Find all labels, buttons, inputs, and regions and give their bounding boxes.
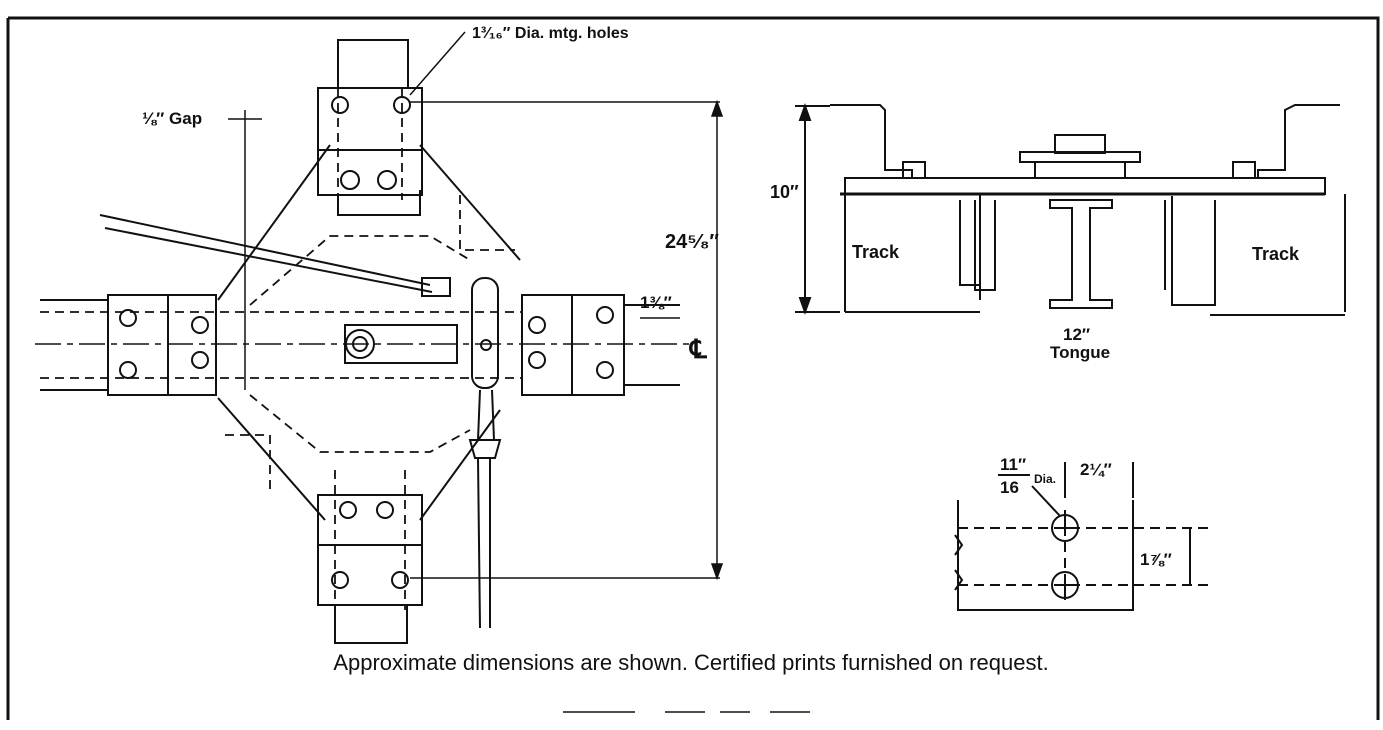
tongue-size-label: 12″ <box>1063 325 1090 344</box>
top-clamp-lower <box>317 149 423 196</box>
detail-hole-1 <box>1051 514 1079 542</box>
top-fitting <box>1054 134 1106 154</box>
hidden-lines <box>40 88 522 610</box>
hole-dia-numerator: 11″ <box>1000 455 1026 474</box>
top-rail <box>337 39 409 89</box>
hidden-octagon <box>249 235 471 453</box>
right-track-body <box>1210 194 1346 316</box>
bottom-rail <box>334 604 408 644</box>
hole-dia-unit: Dia. <box>1034 472 1056 486</box>
ext-2-1-4 <box>1064 462 1134 498</box>
right-bolt-2 <box>528 351 546 369</box>
hidden-top <box>337 88 403 200</box>
bottom-bolt-1 <box>339 501 357 519</box>
hole-dia-denominator: 16 <box>1000 478 1019 497</box>
gap-label: ⅛″ Gap <box>142 109 202 128</box>
link-bar <box>471 277 499 389</box>
hidden-corners <box>225 195 515 490</box>
dim-arrows-10 <box>798 103 812 315</box>
link-stem <box>477 389 495 441</box>
right-hole-2 <box>596 361 614 379</box>
link-eye <box>468 439 502 459</box>
right-web <box>1164 196 1216 306</box>
tongue-ibeam <box>1049 199 1113 309</box>
right-bolt-1 <box>528 316 546 334</box>
left-nut <box>902 161 926 179</box>
top-clamp-foot <box>337 190 421 216</box>
dim-24-label: 24⁵⁄₈″ <box>665 231 719 253</box>
track-right-label: Track <box>1252 244 1300 264</box>
top-fitting-base <box>1034 161 1126 179</box>
right-clamp-2 <box>571 294 625 396</box>
bottom-bolt-2 <box>376 501 394 519</box>
ext-10 <box>795 105 840 313</box>
top-bolt-2 <box>377 170 397 190</box>
left-bolt-2 <box>191 351 209 369</box>
extension-24 <box>410 101 720 579</box>
link-pin <box>480 339 492 351</box>
detail-hole-rows <box>958 527 1210 586</box>
rod-clevis <box>421 277 451 297</box>
spacing-2-1-4-label: 2¼″ <box>1080 460 1112 479</box>
hidden-horizontal <box>40 311 522 379</box>
tongue-label: Tongue <box>1050 343 1110 362</box>
track-left-label: Track <box>852 242 900 262</box>
right-clamp-1 <box>521 294 573 396</box>
dim-10-label: 10″ <box>770 182 799 202</box>
leader-mtg-holes <box>409 31 466 96</box>
detail-plate <box>957 500 1134 611</box>
dim-1-3-8-label: 1⅜″ <box>640 293 672 312</box>
left-track-body <box>844 194 981 312</box>
mounting-holes-label: 1³⁄₁₆″ Dia. mtg. holes <box>472 25 629 42</box>
bottom-hole-2 <box>391 571 409 589</box>
bottom-clamp-upper <box>317 494 423 546</box>
diamond-outline <box>217 144 521 521</box>
lower-rod <box>477 457 491 629</box>
bottom-hole-1 <box>331 571 349 589</box>
left-hole-1 <box>119 309 137 327</box>
centerline-symbol: ℄ <box>689 334 708 364</box>
hidden-bottom <box>334 470 406 610</box>
caption: Approximate dimensions are shown. Certif… <box>333 650 1048 675</box>
spacing-1-7-8-label: 1⅞″ <box>1140 550 1172 569</box>
drawing-border <box>6 16 1380 720</box>
right-nut <box>1232 161 1256 179</box>
detail-hole-crosses <box>1057 520 1073 593</box>
top-hole-1 <box>331 96 349 114</box>
plan-view <box>40 39 680 644</box>
left-hole-2 <box>119 361 137 379</box>
left-bolt-1 <box>191 316 209 334</box>
elevation-view <box>795 103 1346 316</box>
right-bracket <box>1257 104 1340 178</box>
left-clamp-1 <box>107 294 169 396</box>
detail-hole-2 <box>1051 571 1079 599</box>
hole-detail <box>954 462 1210 611</box>
base-plate <box>844 177 1326 195</box>
left-bracket <box>830 104 913 178</box>
dim-arrows-24 <box>710 99 724 581</box>
left-web <box>974 200 996 291</box>
operating-rod <box>99 214 433 293</box>
left-rail <box>40 299 108 391</box>
left-clamp-2 <box>167 294 217 396</box>
right-hole-1 <box>596 306 614 324</box>
dimensions-plan <box>228 31 724 581</box>
right-rail <box>624 304 680 386</box>
break-marks <box>954 534 964 591</box>
top-bolt-1 <box>340 170 360 190</box>
leader-hole-dia <box>1031 485 1061 517</box>
